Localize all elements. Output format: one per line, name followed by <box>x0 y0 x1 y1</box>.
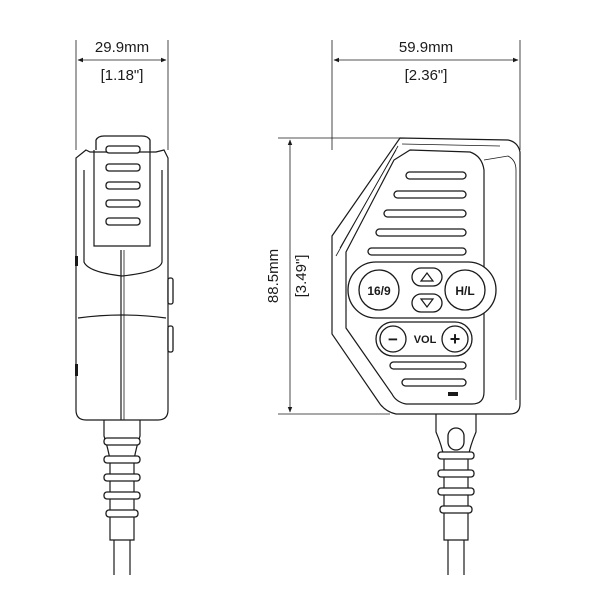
front-height-metric: 88.5mm <box>265 249 282 303</box>
down-button[interactable] <box>411 293 443 313</box>
front-width-dimension: 59.9mm [2.36"] <box>331 39 521 150</box>
front-height-imperial: [3.49"] <box>293 255 310 298</box>
side-view <box>75 135 174 575</box>
microphone-port <box>448 392 458 396</box>
volume-up-button[interactable] <box>441 325 469 353</box>
volume-down-button[interactable] <box>379 325 407 353</box>
plus-icon: + <box>450 329 461 349</box>
side-width-metric: 29.9mm <box>95 39 149 56</box>
channel-button[interactable] <box>358 269 400 311</box>
down-arrow-icon <box>419 298 435 308</box>
side-width-dimension: 29.9mm [1.18"] <box>75 39 169 150</box>
power-button[interactable] <box>444 269 486 311</box>
volume-label: VOL <box>414 334 437 346</box>
front-view: 16/9 H/L − VOL + <box>331 137 521 575</box>
channel-button-label: 16/9 <box>367 284 391 298</box>
front-width-metric: 59.9mm <box>399 39 453 56</box>
minus-icon: − <box>388 330 398 349</box>
power-button-label: H/L <box>455 284 474 298</box>
front-width-imperial: [2.36"] <box>405 67 448 84</box>
side-width-imperial: [1.18"] <box>101 67 144 84</box>
front-height-dimension: 88.5mm [3.49"] <box>265 137 400 415</box>
up-arrow-icon <box>419 272 435 282</box>
up-button[interactable] <box>411 267 443 287</box>
